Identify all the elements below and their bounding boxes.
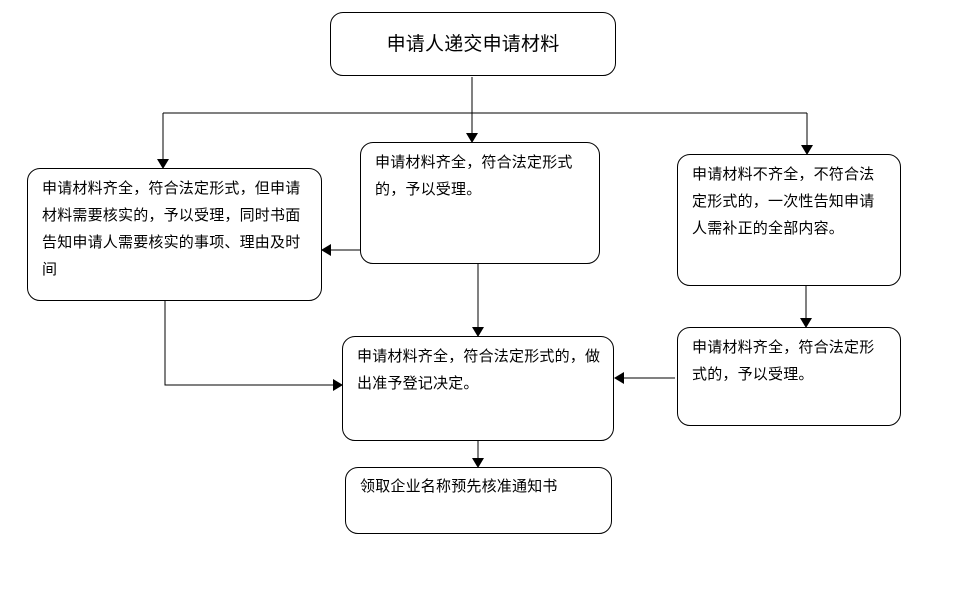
node-label: 领取企业名称预先核准通知书 xyxy=(360,478,558,495)
node-label: 申请人递交申请材料 xyxy=(386,33,560,55)
node-label: 申请材料不齐全，不符合法定形式的，一次性告知申请人需补正的全部内容。 xyxy=(692,166,875,237)
node-label: 申请材料齐全，符合法定形式的，予以受理。 xyxy=(375,154,573,198)
node-incomplete-notify[interactable]: 申请材料不齐全，不符合法定形式的，一次性告知申请人需补正的全部内容。 xyxy=(677,154,901,286)
node-submit-application[interactable]: 申请人递交申请材料 xyxy=(330,12,616,76)
node-corrected-accept[interactable]: 申请材料齐全，符合法定形式的，予以受理。 xyxy=(677,327,901,426)
node-label: 申请材料齐全，符合法定形式的，做出准予登记决定。 xyxy=(357,348,601,392)
arrowhead-center-to-left xyxy=(321,244,331,256)
edge-left-to-decision xyxy=(164,301,336,386)
arrowhead-corrected-to-decision xyxy=(614,372,624,384)
node-register-decision[interactable]: 申请材料齐全，符合法定形式的，做出准予登记决定。 xyxy=(342,336,614,441)
node-complete-accept[interactable]: 申请材料齐全，符合法定形式的，予以受理。 xyxy=(360,142,600,264)
node-complete-needs-verification[interactable]: 申请材料齐全，符合法定形式，但申请材料需要核实的，予以受理，同时书面告知申请人需… xyxy=(27,168,322,301)
node-receive-notice[interactable]: 领取企业名称预先核准通知书 xyxy=(345,467,612,534)
node-label: 申请材料齐全，符合法定形式的，予以受理。 xyxy=(692,339,875,383)
node-label: 申请材料齐全，符合法定形式，但申请材料需要核实的，予以受理，同时书面告知申请人需… xyxy=(42,180,301,278)
